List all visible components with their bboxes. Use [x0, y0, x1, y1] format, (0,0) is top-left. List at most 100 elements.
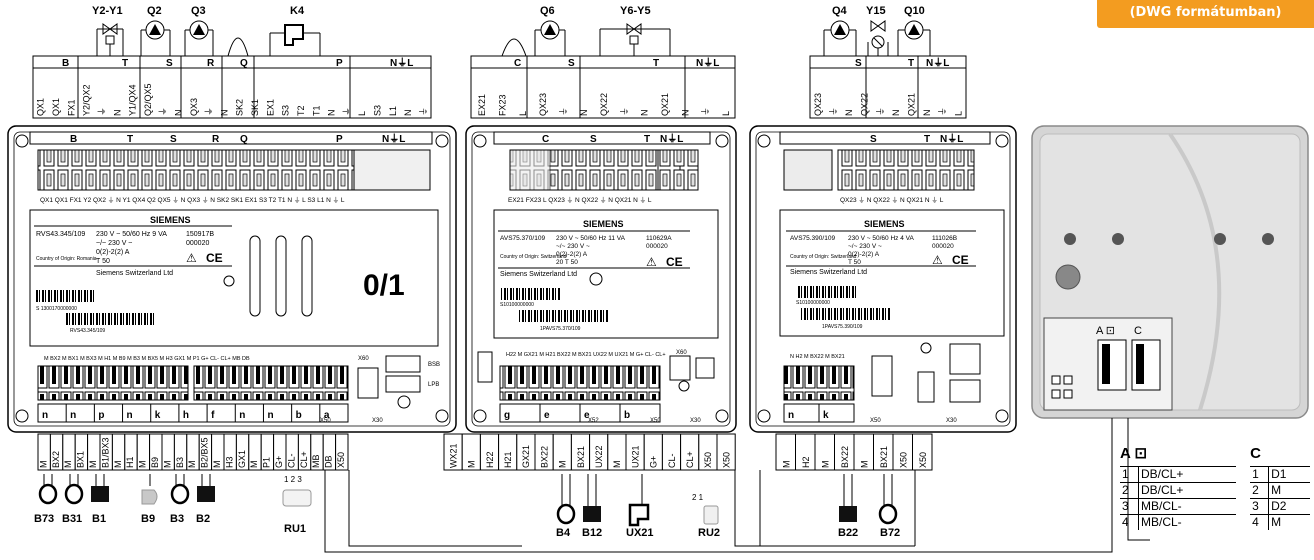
sensor-b1-label: B1 — [92, 513, 106, 525]
bottom-terminal-label: M — [249, 461, 259, 469]
device-y15-label: Y15 — [866, 5, 886, 17]
device-q4-label: Q4 — [832, 5, 848, 17]
module3-serial: S10100000000 — [796, 300, 830, 306]
module2-brand: SIEMENS — [583, 219, 624, 229]
legend-cell: DB/CL+ — [1138, 466, 1237, 483]
barcode — [500, 288, 560, 300]
ru1-label: RU1 — [284, 523, 306, 535]
device-q6-label: Q6 — [540, 5, 555, 17]
bottom-terminal-label: X50 — [918, 452, 928, 468]
top-terminal-label: L — [357, 111, 367, 116]
top-terminal-label: ⏚ — [875, 107, 885, 116]
legend-cell: DB/CL+ — [1138, 482, 1237, 499]
bottom-terminal-label: H21 — [503, 451, 513, 468]
legend-row: 1 DB/CL+ 1 D1 — [1120, 466, 1310, 483]
sensor-b3-label: B3 — [170, 513, 184, 525]
terminal-group-letter: b — [296, 410, 302, 421]
sensor-b4: B4 — [556, 474, 576, 539]
sensor-b72: B72 — [878, 474, 900, 539]
bottom-terminal-label: M — [138, 461, 148, 469]
bottom-terminal-label: G+ — [649, 456, 659, 468]
terminal-group-letter: e — [544, 410, 550, 421]
legend-cell: 2 — [1120, 482, 1139, 499]
top-terminal-label: ⏚ — [418, 107, 428, 116]
bottom-terminal-cell — [335, 433, 349, 471]
bottom-terminal-label: X50 — [703, 452, 713, 468]
svg-text:T: T — [924, 134, 930, 145]
module3-spec4: T 50 — [848, 259, 861, 266]
module2-serial: S10100000000 — [500, 302, 534, 308]
module4-port-c-label: C — [1134, 325, 1142, 337]
svg-text:P: P — [336, 134, 343, 145]
top-terminal-label: N — [640, 110, 650, 117]
module3-serial2: 1PAVS75.390/109 — [822, 324, 863, 330]
x52-label: X52 — [588, 418, 599, 424]
top-terminal-label: N — [327, 110, 337, 117]
sensor-b3: B3 — [170, 474, 190, 525]
top-terminal-label: SK1 — [250, 99, 260, 116]
bottom-terminal-label: BX1 — [76, 451, 86, 468]
legend-cell: D1 — [1268, 466, 1310, 483]
top-terminal-label: L — [518, 111, 528, 116]
module2-spec3: 0(2)-2(2) A — [556, 251, 588, 258]
lpb-connector — [385, 375, 421, 393]
bottom-terminal-label: M — [88, 461, 98, 469]
ce-mark: CE — [666, 255, 683, 269]
x30-label: X30 — [690, 418, 701, 424]
x60-label: X60 — [676, 350, 687, 356]
svg-text:S: S — [590, 134, 597, 145]
dwg-format-badge: (DWG formátumban) — [1097, 0, 1314, 28]
group-t-label: T — [908, 58, 914, 69]
bottom-terminal-label: UX21 — [630, 445, 640, 468]
ux21-actuator: UX21 — [626, 474, 654, 539]
top-terminal-label: FX23 — [498, 94, 508, 116]
legend-cell: M — [1268, 514, 1310, 530]
device-q2-label: Q2 — [147, 5, 162, 17]
top-terminal-label: N — [112, 110, 122, 117]
top-terminal-label: L — [721, 111, 731, 116]
warning-icon: ⚠ — [646, 255, 657, 269]
svg-text:N⏚L: N⏚L — [660, 133, 683, 145]
terminal-group-letter: n — [42, 410, 48, 421]
top-terminal-label: N — [219, 110, 229, 117]
module3-bottom-strip: N H2 M BX22 M BX21 — [790, 354, 845, 360]
bottom-terminal-label: M — [612, 461, 622, 469]
bottom-terminal-label: BX22 — [840, 446, 850, 468]
top-terminal-label: ⏚ — [158, 107, 168, 116]
svg-text:S: S — [870, 134, 877, 145]
module1-spec2: ~/~ 230 V ~ — [96, 240, 132, 247]
module1-maker: Siemens Switzerland Ltd — [96, 270, 173, 277]
legend-header-c: C — [1250, 444, 1261, 462]
module1-spec1: 230 V ~ 50/60 Hz 9 VA — [96, 231, 167, 238]
ux21-label: UX21 — [626, 527, 654, 539]
ru2-pins: 2 1 — [692, 493, 704, 502]
top-terminal-label: S3 — [281, 105, 291, 116]
sensor-b4-label: B4 — [556, 527, 571, 539]
module3-model: AVS75.390/109 — [790, 235, 835, 242]
connector-legend: A ⊡ C 1 DB/CL+ 1 D1 2 DB/CL+ 2 M 3 MB/CL… — [1120, 444, 1310, 530]
top-terminal-label: T1 — [311, 105, 321, 116]
sensor-loop-icon — [501, 38, 527, 57]
svg-text:T: T — [644, 134, 650, 145]
bottom-terminal-label: M — [859, 461, 869, 469]
top-terminal-label: ⏚ — [938, 107, 948, 116]
bottom-terminal-label: H2 — [801, 456, 811, 468]
terminal-group-letter: n — [70, 410, 76, 421]
bottom-terminal-label: CL- — [286, 453, 296, 468]
module3-brand: SIEMENS — [864, 219, 905, 229]
top-terminal-label: FX1 — [66, 99, 76, 116]
top-terminal-label: N — [173, 110, 183, 117]
top-terminal-label: ⏚ — [558, 107, 568, 116]
ru2-label: RU2 — [698, 527, 720, 539]
terminal-group-letter: n — [788, 410, 794, 421]
terminal-group-letter: f — [211, 410, 215, 421]
legend-cell: MB/CL- — [1138, 514, 1237, 530]
barcode — [36, 290, 96, 302]
top-terminal-label: QX22 — [599, 93, 609, 116]
legend-cell: D2 — [1268, 498, 1310, 515]
bottom-terminal-label: BX21 — [879, 446, 889, 468]
